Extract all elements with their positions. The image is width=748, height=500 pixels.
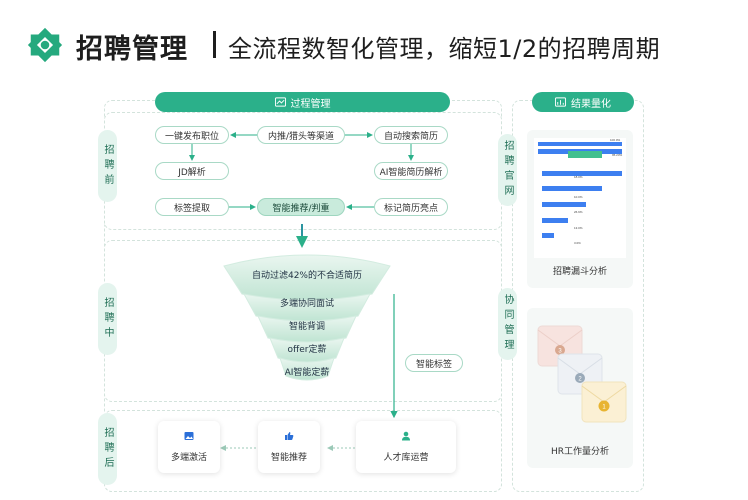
mini-bar-8 — [542, 233, 554, 238]
page-subtitle: 全流程数智化管理，缩短1/2的招聘周期 — [228, 35, 661, 63]
mini-value-4: 10.0% — [574, 195, 583, 199]
card-talent-pool[interactable]: 人才库运营 — [356, 421, 456, 473]
results-label-website: 招聘官网 — [498, 134, 517, 206]
card-smart-recommend[interactable]: 智能推荐 — [258, 421, 320, 473]
stage-label-mid: 招聘中 — [98, 283, 117, 355]
card-multi-activate[interactable]: 多端激活 — [158, 421, 220, 473]
node-auto-search[interactable]: 自动搜索简历 — [374, 126, 448, 144]
mini-value-1: 100.0% — [610, 138, 621, 142]
page-title: 招聘管理 — [76, 34, 188, 65]
svg-text:2: 2 — [578, 377, 582, 383]
process-header-label: 过程管理 — [290, 98, 331, 110]
mini-value-6: 13.0% — [574, 226, 583, 230]
node-tag-extract[interactable]: 标签提取 — [155, 198, 229, 216]
funnel-analysis-caption: 招聘漏斗分析 — [552, 267, 607, 277]
funnel-layer-background-check: 智能背调 — [288, 321, 325, 332]
node-jd-parse[interactable]: JD解析 — [155, 162, 229, 180]
mini-bar-4 — [542, 171, 622, 176]
funnel-graphic — [223, 254, 391, 381]
funnel-analysis-chart: 100.0% 95.23% 18.0% 10.0% 26.9% 13.0% 3.… — [534, 138, 626, 258]
smart-tag-badge[interactable]: 智能标签 — [405, 354, 463, 372]
process-header: 过程管理 — [155, 92, 450, 112]
mini-bar-1 — [538, 142, 622, 146]
user-icon — [402, 431, 410, 441]
funnel-layer-filter: 自动过滤42%的不合适简历 — [251, 270, 362, 281]
card-talent-pool-label: 人才库运营 — [383, 453, 429, 463]
mini-value-2: 95.23% — [612, 153, 623, 157]
thumbs-up-icon — [285, 432, 294, 440]
card-smart-recommend-label: 智能推荐 — [270, 453, 307, 463]
results-label-collab: 协同管理 — [498, 288, 517, 360]
image-icon — [184, 432, 194, 440]
node-publish-job[interactable]: 一键发布职位 — [155, 126, 229, 144]
mini-value-5: 26.9% — [574, 210, 583, 214]
brand-logo-icon — [27, 27, 63, 63]
mini-bar-3 — [568, 151, 602, 158]
node-referral-channel[interactable]: 内推/猎头等渠道 — [257, 126, 345, 144]
workload-analysis-caption: HR工作量分析 — [550, 447, 610, 457]
mini-bar-6 — [542, 202, 586, 207]
card-multi-activate-label: 多端激活 — [170, 453, 207, 463]
mini-value-7: 3.0% — [574, 241, 581, 245]
chart-icon — [555, 97, 566, 107]
node-mark-highlights[interactable]: 标记简历亮点 — [374, 198, 448, 216]
svg-text:1: 1 — [602, 405, 606, 411]
chart-icon — [274, 97, 286, 107]
workload-medals-graphic: 3 2 1 — [537, 325, 627, 423]
mini-value-3: 18.0% — [574, 175, 583, 179]
funnel-layer-interview: 多端协同面试 — [279, 298, 334, 309]
stage-label-pre: 招聘前 — [98, 130, 117, 202]
node-smart-recommend[interactable]: 智能推荐/判重 — [257, 198, 345, 216]
title-divider — [213, 31, 216, 58]
node-ai-resume-parse[interactable]: AI智能简历解析 — [374, 162, 448, 180]
results-header: 结果量化 — [532, 92, 634, 112]
svg-text:3: 3 — [558, 349, 562, 355]
funnel-layer-ai-salary: AI智能定薪 — [284, 367, 330, 378]
stage-label-post: 招聘后 — [98, 413, 117, 485]
mini-bar-5 — [542, 186, 602, 191]
mini-bar-7 — [542, 218, 568, 223]
funnel-layer-offer: offer定薪 — [287, 344, 327, 355]
results-header-label: 结果量化 — [571, 98, 611, 110]
